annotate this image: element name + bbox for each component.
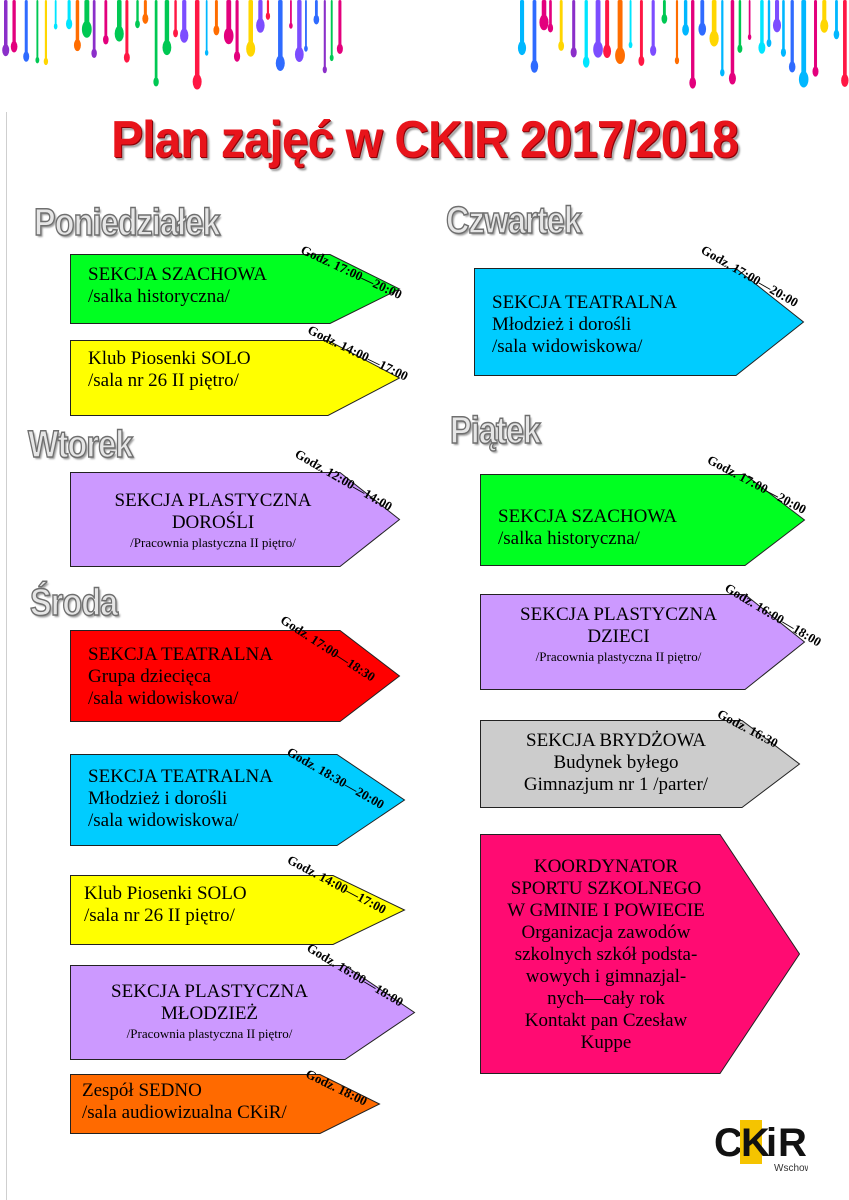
activity-line: Kontakt pan Czesław: [524, 1010, 688, 1031]
arrow-shape: [70, 875, 406, 945]
logo-letter-k: K: [741, 1121, 770, 1165]
activity-line: SPORTU SZKOLNEGO: [510, 878, 702, 899]
arrow-shape: [70, 472, 401, 567]
ckir-logo: C K i R Wschowa: [712, 1118, 818, 1174]
logo-subtitle: Wschowa: [774, 1163, 808, 1174]
activity-line: Kuppe: [580, 1032, 632, 1053]
activity-pon-2: Klub Piosenki SOLO/sala nr 26 II piętro/: [70, 340, 401, 416]
activity-text: SEKCJA SZACHOWA/salka historyczna/: [498, 506, 739, 550]
activity-line: wowych i gimnazjal-: [525, 966, 687, 987]
activity-line: DZIECI: [587, 626, 650, 647]
activity-line: Klub Piosenki SOLO: [88, 348, 251, 369]
arrow-shape: [480, 474, 806, 566]
activity-line: szkolnych szkół podsta-: [514, 944, 698, 965]
day-heading-wtorek: Wtorek: [27, 423, 133, 467]
activity-line: Budynek byłego: [553, 752, 679, 773]
day-heading-poniedzialek: Poniedziałek: [33, 201, 221, 245]
activity-line: /sala nr 26 II piętro/: [84, 905, 235, 926]
activity-line: /salka historyczna/: [88, 286, 230, 307]
activity-text: Zespół SEDNO/sala audiowizualna CKiR/: [82, 1080, 314, 1124]
activity-text: Klub Piosenki SOLO/sala nr 26 II piętro/: [88, 348, 322, 392]
arrow-shape: [70, 754, 406, 846]
activity-line: MŁODZIEŻ: [160, 1003, 259, 1024]
activity-line: W GMINIE I POWIECIE: [507, 900, 705, 921]
activity-line: SEKCJA TEATRALNA: [492, 292, 677, 313]
activity-line: SEKCJA SZACHOWA: [498, 506, 677, 527]
activity-sr-5: Zespół SEDNO/sala audiowizualna CKiR/: [70, 1074, 381, 1134]
activity-line: Młodzież i dorośli: [492, 314, 632, 335]
activity-line: /Pracownia plastyczna II piętro/: [130, 535, 296, 550]
activity-line: Organizacja zawodów: [521, 922, 691, 943]
page-title: Plan zajęć w CKIR 2017/2018: [111, 111, 739, 169]
activity-line: Zespół SEDNO: [82, 1080, 202, 1101]
arrow-shape: [70, 254, 401, 324]
arrow-shape: [480, 594, 806, 690]
page-margin-line: [6, 112, 7, 1200]
arrow-shape: [480, 834, 801, 1074]
logo-letter-r: R: [778, 1121, 807, 1165]
activity-line: /sala widowiskowa/: [492, 336, 643, 357]
arrow-shape: [70, 340, 401, 416]
activity-line: Młodzież i dorośli: [88, 788, 228, 809]
activity-line: Klub Piosenki SOLO: [84, 883, 247, 904]
activity-line: /sala widowiskowa/: [88, 810, 239, 831]
activity-line: Grupa dziecięca: [88, 666, 211, 687]
activity-line: SEKCJA TEATRALNA: [88, 766, 273, 787]
activity-line: Gimnazjum nr 1 /parter/: [523, 774, 709, 795]
activity-line: /sala audiowizualna CKiR/: [82, 1102, 287, 1123]
activity-text: Klub Piosenki SOLO/sala nr 26 II piętro/: [84, 883, 327, 927]
arrow-shape: [70, 965, 416, 1060]
logo-letter-i: i: [766, 1121, 777, 1165]
activity-line: SEKCJA PLASTYCZNA: [111, 981, 308, 1002]
activity-text: SEKCJA SZACHOWA/salka historyczna/: [88, 264, 324, 308]
arrow-shape: [70, 1074, 381, 1134]
activity-line: KOORDYNATOR: [533, 856, 679, 877]
activity-pt-1: SEKCJA SZACHOWA/salka historyczna/: [480, 474, 806, 566]
activity-line: /salka historyczna/: [498, 528, 640, 549]
arrow-shape: [474, 268, 805, 376]
paint-drips-decoration: [2, 0, 849, 90]
activity-line: SEKCJA SZACHOWA: [88, 264, 267, 285]
logo-letter-c: C: [714, 1121, 743, 1165]
activity-sr-3: Klub Piosenki SOLO/sala nr 26 II piętro/: [70, 875, 406, 945]
day-heading-czwartek: Czwartek: [445, 199, 582, 243]
arrow-shape: [480, 720, 801, 808]
activity-line: /sala widowiskowa/: [88, 688, 239, 709]
activity-line: DOROŚLI: [171, 512, 255, 533]
day-heading-sroda: Środa: [29, 581, 118, 625]
activity-line: nych—cały rok: [547, 988, 665, 1009]
activity-line: SEKCJA PLASTYCZNA: [520, 604, 717, 625]
activity-line: /Pracownia plastyczna II piętro/: [535, 649, 702, 664]
activity-pon-1: SEKCJA SZACHOWA/salka historyczna/: [70, 254, 401, 324]
activity-line: /sala nr 26 II piętro/: [88, 370, 239, 391]
activity-line: /Pracownia plastyczna II piętro/: [126, 1026, 293, 1041]
arrow-shape: [70, 630, 401, 722]
activity-line: SEKCJA PLASTYCZNA: [114, 490, 312, 511]
day-heading-piatek: Piątek: [449, 409, 541, 453]
activity-line: SEKCJA TEATRALNA: [88, 644, 273, 665]
activity-line: SEKCJA BRYDŻOWA: [526, 730, 706, 751]
